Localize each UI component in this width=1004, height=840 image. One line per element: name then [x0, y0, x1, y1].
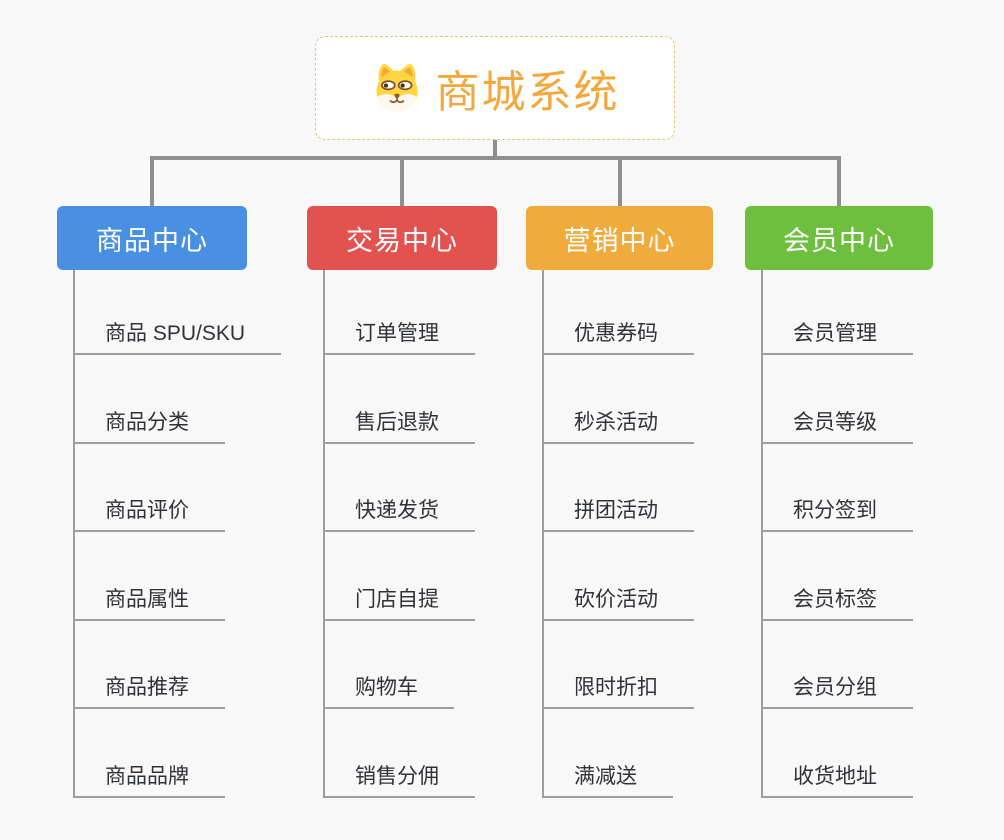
leaf-node[interactable]: 门店自提 — [325, 585, 475, 621]
root-title: 商城系统 — [435, 68, 620, 117]
leaf-node[interactable]: 订单管理 — [325, 319, 475, 355]
branch-member-center: 会员中心 会员管理 会员等级 积分签到 会员标签 会员分组 收货地址 — [745, 206, 933, 798]
leaf-node[interactable]: 优惠券码 — [544, 319, 694, 355]
leaf-node[interactable]: 砍价活动 — [544, 585, 694, 621]
branch-header[interactable]: 商品中心 — [57, 206, 247, 270]
connector-drop — [400, 159, 404, 206]
leaf-node[interactable]: 商品推荐 — [75, 673, 225, 709]
connector-bus — [150, 156, 841, 160]
branch-trunk-and-items: 优惠券码 秒杀活动 拼团活动 砍价活动 限时折扣 满减送 — [542, 270, 713, 798]
connector-drop — [618, 159, 622, 206]
leaf-node[interactable]: 秒杀活动 — [544, 408, 694, 444]
leaf-node[interactable]: 商品属性 — [75, 585, 225, 621]
leaf-node[interactable]: 销售分佣 — [325, 762, 475, 798]
branch-header[interactable]: 会员中心 — [745, 206, 933, 270]
leaf-node[interactable]: 拼团活动 — [544, 496, 694, 532]
leaf-node[interactable]: 购物车 — [325, 673, 454, 709]
leaf-node[interactable]: 积分签到 — [763, 496, 913, 532]
leaf-node[interactable]: 会员分组 — [763, 673, 913, 709]
leaf-node[interactable]: 快递发货 — [325, 496, 475, 532]
leaf-node[interactable]: 满减送 — [544, 762, 673, 798]
connector-root-stub — [493, 140, 497, 158]
branch-trade-center: 交易中心 订单管理 售后退款 快递发货 门店自提 购物车 销售分佣 — [307, 206, 497, 798]
leaf-node[interactable]: 会员等级 — [763, 408, 913, 444]
connector-drop — [150, 159, 154, 206]
leaf-node[interactable]: 会员管理 — [763, 319, 913, 355]
branch-product-center: 商品中心 商品 SPU/SKU 商品分类 商品评价 商品属性 商品推荐 商品品牌 — [57, 206, 282, 798]
branch-trunk-and-items: 订单管理 售后退款 快递发货 门店自提 购物车 销售分佣 — [323, 270, 497, 798]
leaf-node[interactable]: 限时折扣 — [544, 673, 694, 709]
leaf-node[interactable]: 商品分类 — [75, 408, 225, 444]
leaf-node[interactable]: 商品品牌 — [75, 762, 225, 798]
branch-header[interactable]: 营销中心 — [526, 206, 713, 270]
root-node[interactable]: 商城系统 — [315, 36, 675, 140]
leaf-node[interactable]: 收货地址 — [763, 762, 913, 798]
branch-trunk-and-items: 商品 SPU/SKU 商品分类 商品评价 商品属性 商品推荐 商品品牌 — [73, 270, 282, 798]
shiba-dog-icon — [375, 63, 418, 112]
leaf-node[interactable]: 会员标签 — [763, 585, 913, 621]
leaf-node[interactable]: 商品 SPU/SKU — [75, 319, 282, 355]
leaf-node[interactable]: 商品评价 — [75, 496, 225, 532]
connector-drop — [837, 159, 841, 206]
branch-trunk-and-items: 会员管理 会员等级 积分签到 会员标签 会员分组 收货地址 — [761, 270, 933, 798]
leaf-node[interactable]: 售后退款 — [325, 408, 475, 444]
branch-header[interactable]: 交易中心 — [307, 206, 497, 270]
branch-marketing-center: 营销中心 优惠券码 秒杀活动 拼团活动 砍价活动 限时折扣 满减送 — [526, 206, 713, 798]
